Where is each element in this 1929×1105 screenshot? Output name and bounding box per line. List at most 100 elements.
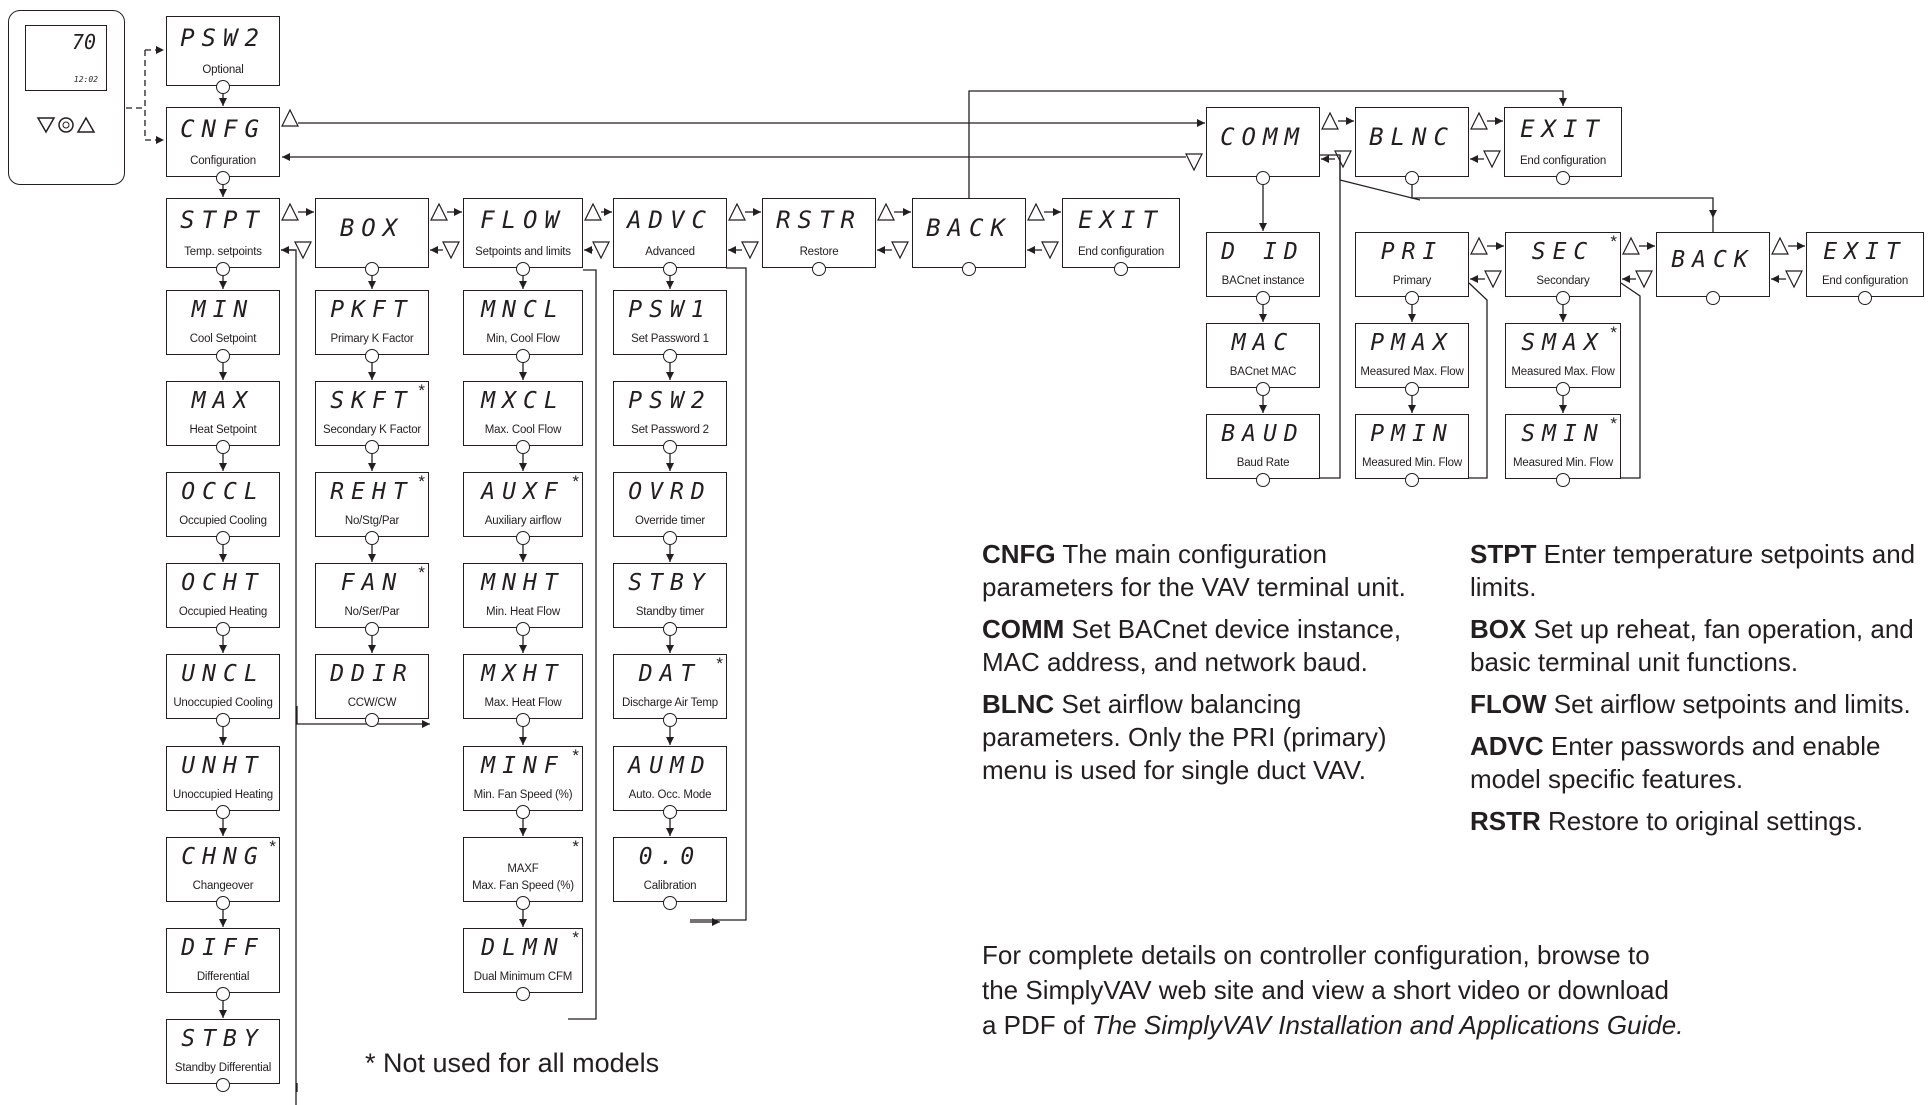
up-arrow-icon	[1622, 236, 1640, 255]
menu-label: Measured Max. Flow	[1511, 366, 1615, 378]
stpt-return-connector	[281, 249, 297, 1105]
arrowhead-icon	[519, 919, 527, 927]
setpoint-button-icon	[1556, 473, 1570, 487]
setpoint-button-icon	[1256, 291, 1270, 305]
details-line-1: For complete details on controller confi…	[982, 940, 1650, 970]
comm-return-connector	[1319, 154, 1341, 479]
down-arrow-icon	[1483, 150, 1501, 169]
menu-box-comm: COMM	[1206, 107, 1320, 177]
display-time: 12:02	[73, 75, 98, 84]
arrowhead-icon	[1408, 314, 1416, 322]
menu-label: Primary K Factor	[330, 333, 414, 345]
thermostat-device: 70 12:02	[8, 10, 125, 185]
setpoint-button-icon	[663, 440, 677, 454]
menu-label: Primary	[1392, 275, 1432, 287]
not-all-models-star-icon: *	[418, 381, 425, 400]
arrowhead-icon	[1259, 223, 1267, 231]
menu-label: Advanced	[645, 246, 695, 258]
arrowhead-icon	[1771, 275, 1779, 283]
arrowhead-icon	[1496, 242, 1504, 250]
setpoint-button-icon	[812, 262, 826, 276]
down-arrow-icon	[36, 117, 56, 134]
setpoint-button-icon	[1256, 473, 1270, 487]
arrowhead-icon	[219, 554, 227, 562]
down-arrow-icon	[1041, 241, 1059, 260]
down-arrow-icon	[1484, 270, 1502, 289]
arrowhead-icon	[156, 136, 164, 144]
setpoint-button-icon	[516, 440, 530, 454]
setpoint-button-icon	[58, 117, 74, 133]
setpoint-button-icon	[216, 262, 230, 276]
menu-code: OVRD	[628, 479, 712, 506]
menu-label: Heat Setpoint	[189, 424, 257, 436]
arrowhead-icon	[1408, 405, 1416, 413]
description-left: CNFG The main configuration parameters f…	[982, 538, 1422, 796]
arrowhead-icon	[1027, 246, 1035, 254]
arrowhead-icon	[666, 463, 674, 471]
details-paragraph: For complete details on controller confi…	[982, 938, 1882, 1043]
menu-code: CNFG	[180, 114, 266, 143]
arrowhead-icon	[1197, 119, 1205, 127]
menu-code: MIN	[191, 297, 255, 324]
arrowhead-icon	[219, 919, 227, 927]
menu-label: Unoccupied Heating	[173, 789, 273, 801]
setpoint-button-icon	[365, 262, 379, 276]
arrowhead-icon	[519, 645, 527, 653]
down-arrow-icon	[1334, 150, 1352, 169]
not-all-models-star-icon: *	[1610, 323, 1617, 342]
menu-label: No/Stg/Par	[344, 515, 400, 527]
up-arrow-icon	[1470, 236, 1488, 255]
arrowhead-icon	[219, 189, 227, 197]
menu-label: Standby timer	[635, 606, 705, 618]
menu-code: BAUD	[1221, 421, 1305, 448]
menu-code: BLNC	[1369, 122, 1455, 151]
setpoint-button-icon	[663, 713, 677, 727]
arrowhead-icon	[1797, 242, 1805, 250]
setpoint-button-icon	[216, 80, 230, 94]
arrowhead-icon	[666, 737, 674, 745]
arrowhead-icon	[753, 208, 761, 216]
not-all-models-star-icon: *	[572, 837, 579, 856]
menu-code: DDIR	[330, 661, 414, 688]
setpoint-button-icon	[216, 987, 230, 1001]
setpoint-button-icon	[365, 349, 379, 363]
arrowhead-icon	[519, 281, 527, 289]
setpoint-button-icon	[663, 262, 677, 276]
setpoint-button-icon	[663, 896, 677, 910]
menu-box-box: BOX	[315, 198, 429, 268]
menu-label: Auto. Occ. Mode	[628, 789, 712, 801]
arrowhead-icon	[1346, 117, 1354, 125]
arrowhead-icon	[519, 828, 527, 836]
menu-label: Unoccupied Cooling	[173, 697, 273, 709]
menu-code: DLMN	[481, 935, 565, 962]
arrowhead-icon	[219, 737, 227, 745]
details-line-3: a PDF of The SimplyVAV Installation and …	[982, 1010, 1684, 1040]
arrowhead-icon	[1559, 314, 1567, 322]
menu-label: Calibration	[643, 880, 697, 892]
menu-code: PKFT	[330, 297, 414, 324]
arrowhead-icon	[422, 720, 430, 728]
menu-label: Min. Fan Speed (%)	[473, 789, 573, 801]
menu-label: Standby Differential	[174, 1062, 272, 1074]
menu-code: CHNG	[181, 844, 265, 871]
desc-comm: COMM Set BACnet device instance, MAC add…	[982, 614, 1402, 677]
